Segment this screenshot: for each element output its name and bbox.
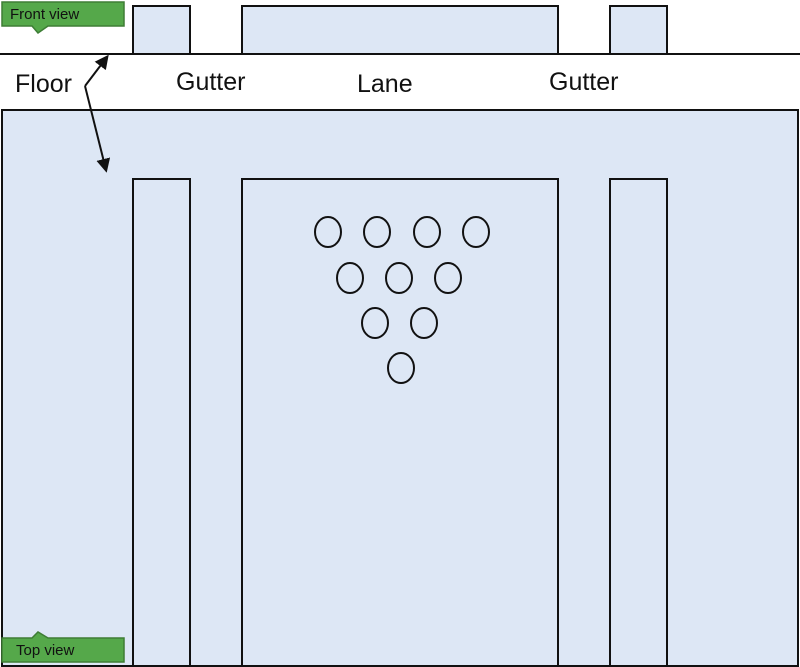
top-view <box>1 109 799 667</box>
top-view-label: Top view <box>16 642 75 659</box>
floor-arrow-up <box>84 54 109 87</box>
pin <box>314 216 342 248</box>
top-view-tag: Top view <box>1 631 125 663</box>
front-lane-block <box>241 5 559 55</box>
gutter-left-label: Gutter <box>176 68 245 96</box>
pin <box>434 262 462 294</box>
front-right-wall <box>609 5 668 55</box>
front-view <box>0 5 800 55</box>
pin <box>462 216 490 248</box>
front-view-label: Front view <box>10 6 79 23</box>
floor-label: Floor <box>15 70 72 98</box>
pin <box>413 216 441 248</box>
floor-arrow-down <box>84 85 111 173</box>
top-left-wall <box>132 178 191 667</box>
pin <box>387 352 415 384</box>
floor-arrows <box>84 54 111 173</box>
pin-group <box>314 216 490 384</box>
front-left-wall <box>132 5 191 55</box>
top-view-tag-shape <box>1 631 125 663</box>
lane-label: Lane <box>357 70 413 98</box>
pin <box>336 262 364 294</box>
pin <box>410 307 438 339</box>
pin <box>361 307 389 339</box>
gutter-right-label: Gutter <box>549 68 618 96</box>
top-right-wall <box>609 178 668 667</box>
front-view-tag: Front view <box>1 1 125 35</box>
pin <box>385 262 413 294</box>
top-lane <box>241 178 559 667</box>
pin <box>363 216 391 248</box>
front-view-tag-shape <box>1 1 125 35</box>
